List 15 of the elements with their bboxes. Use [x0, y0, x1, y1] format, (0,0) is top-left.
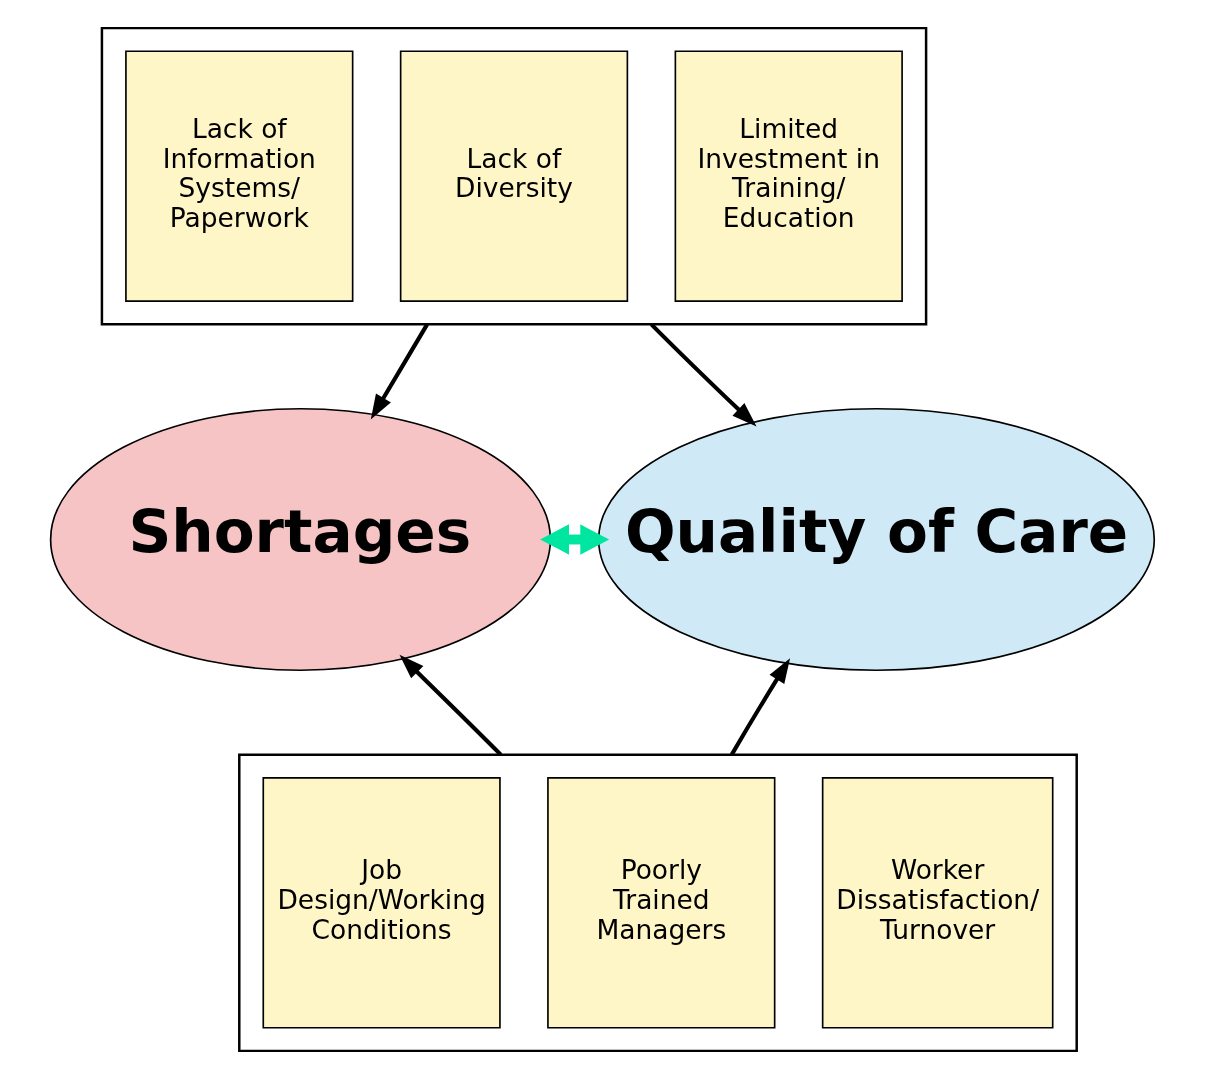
- cluster: [238, 753, 1078, 1053]
- node-box: Job Design/Working Conditions: [262, 777, 501, 1029]
- node-box: Worker Dissatisfaction/ Turnover: [821, 777, 1054, 1029]
- cluster: [100, 26, 928, 326]
- arrow: [729, 658, 791, 756]
- arrow: [649, 322, 757, 427]
- node-ellipse: Shortages: [49, 407, 552, 672]
- node-box: Lack of Information Systems/ Paperwork: [125, 50, 354, 302]
- node-box: Lack of Diversity: [399, 50, 629, 302]
- node-box: Poorly Trained Managers: [547, 777, 776, 1029]
- arrow: [540, 524, 610, 555]
- node-box: Limited Investment in Training/ Education: [674, 50, 903, 302]
- arrow: [399, 654, 503, 757]
- arrow: [370, 323, 429, 420]
- node-ellipse: Quality of Care: [597, 407, 1156, 672]
